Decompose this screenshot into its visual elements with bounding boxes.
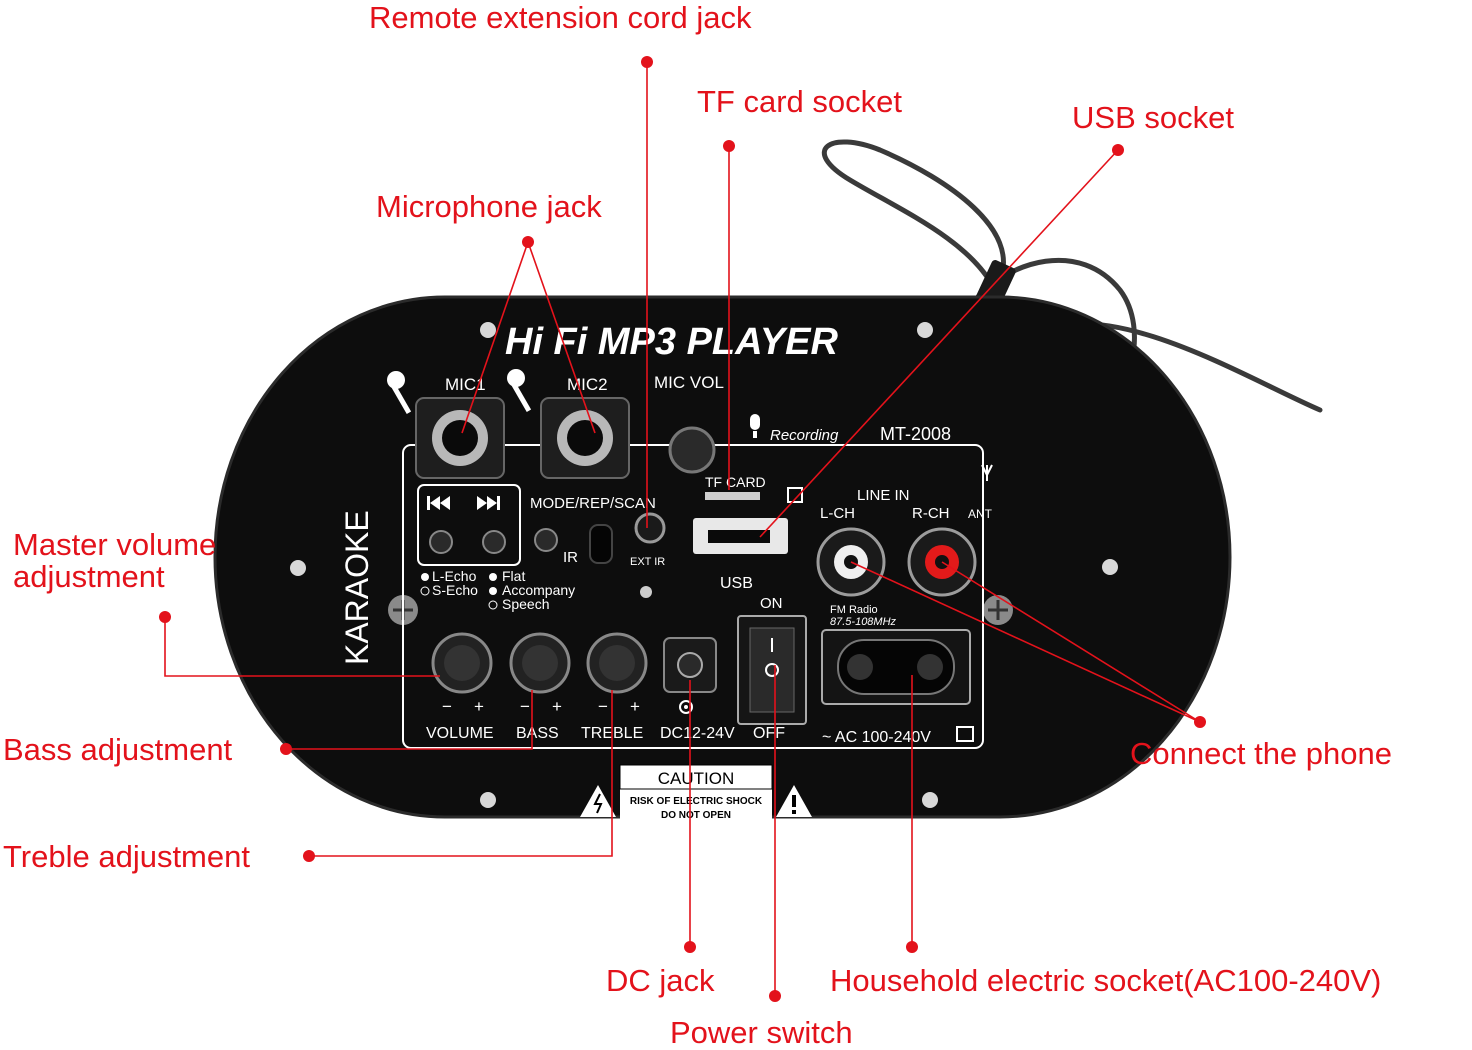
ir-label: IR [563,549,578,566]
dc-label: DC12-24V [660,725,735,742]
caution-do-not-open: DO NOT OPEN [661,810,731,821]
callout-master-volume-line1: Master volume [13,527,217,562]
callout-connect-phone: Connect the phone [1130,736,1392,771]
s-echo-label: S-Echo [432,582,478,598]
l-echo-label: L-Echo [432,568,477,584]
recording-label: Recording [770,427,839,444]
leader-dots [159,56,1206,1002]
callout-treble: Treble adjustment [3,839,250,874]
bass-minus: − [520,697,530,716]
callout-master-volume-line2: adjustment [13,559,165,594]
prev-button [429,530,453,554]
mic1-jack [415,397,505,479]
fm-band-label: 87.5-108MHz [830,616,897,628]
flat-label: Flat [502,568,525,584]
bass-knob [509,632,571,694]
exclamation-warning-icon [776,785,812,817]
panel-title: Hi Fi MP3 PLAYER [505,321,838,363]
mic-vol-label: MIC VOL [654,373,724,392]
caution-plate [619,764,773,823]
indicator-led [640,586,652,598]
echo-button-frame [417,484,521,566]
ant-label: ANT [968,507,993,521]
treble-knob [586,632,648,694]
mic1-label: MIC1 [445,375,486,394]
callout-usb: USB socket [1072,100,1234,135]
l-ch-label: L-CH [820,505,855,522]
callout-microphone: Microphone jack [376,189,602,224]
tf-card-label: TF CARD [705,474,766,490]
caution-risk: RISK OF ELECTRIC SHOCK [630,796,763,807]
mode-button [534,528,558,552]
bass-plus: + [552,697,562,716]
tf-card-slot [705,492,760,500]
speech-label: Speech [502,596,549,612]
r-ch-label: R-CH [912,505,950,522]
volume-label: VOLUME [426,725,494,742]
karaoke-label: KARAOKE [339,510,375,665]
ext-ir-label: EXT IR [630,556,665,568]
callout-remote-extension: Remote extension cord jack [369,0,752,35]
ir-window [589,524,613,564]
ac-socket [821,629,971,705]
treble-minus: − [598,697,608,716]
echo-legend [420,573,498,610]
volume-plus: + [474,697,484,716]
double-insulation-icon [956,726,974,742]
line-in-label: LINE IN [857,487,910,504]
callout-dc-jack: DC jack [606,963,715,998]
mic2-label: MIC2 [567,375,608,394]
callout-power-switch: Power switch [670,1015,853,1050]
callout-tf-card: TF card socket [697,84,902,119]
screw-right [983,595,1013,625]
model-label: MT-2008 [880,424,951,444]
next-button [482,530,506,554]
mode-label: MODE/REP/SCAN [530,495,656,512]
fm-radio-label: FM Radio [830,604,878,616]
volume-knob [431,632,493,694]
antenna-icon [981,464,993,481]
microphone-icon [387,369,532,414]
caution-title: CAUTION [658,769,735,788]
mounting-holes [290,322,1118,808]
bass-label: BASS [516,725,559,742]
on-label: ON [760,595,783,612]
volume-minus: − [442,697,452,716]
accompany-label: Accompany [502,582,575,598]
callout-household: Household electric socket(AC100-240V) [830,963,1382,998]
record-mic-icon [750,414,760,438]
callout-bass: Bass adjustment [3,732,233,767]
shock-warning-icon [580,785,616,817]
tf-card-icon [787,487,803,503]
off-label: OFF [753,725,785,742]
next-icon [477,496,500,510]
mic-vol-knob [668,426,716,474]
leader-lines [164,62,1201,996]
ext-ir-jack [634,512,666,544]
mic2-jack [540,397,630,479]
dc-jack [663,637,717,693]
prev-icon [427,496,450,510]
ac-label: ~ AC 100-240V [822,729,931,746]
treble-plus: + [630,697,640,716]
usb-label: USB [720,575,753,592]
power-switch [737,615,807,725]
dc-polarity-icon [679,700,693,714]
